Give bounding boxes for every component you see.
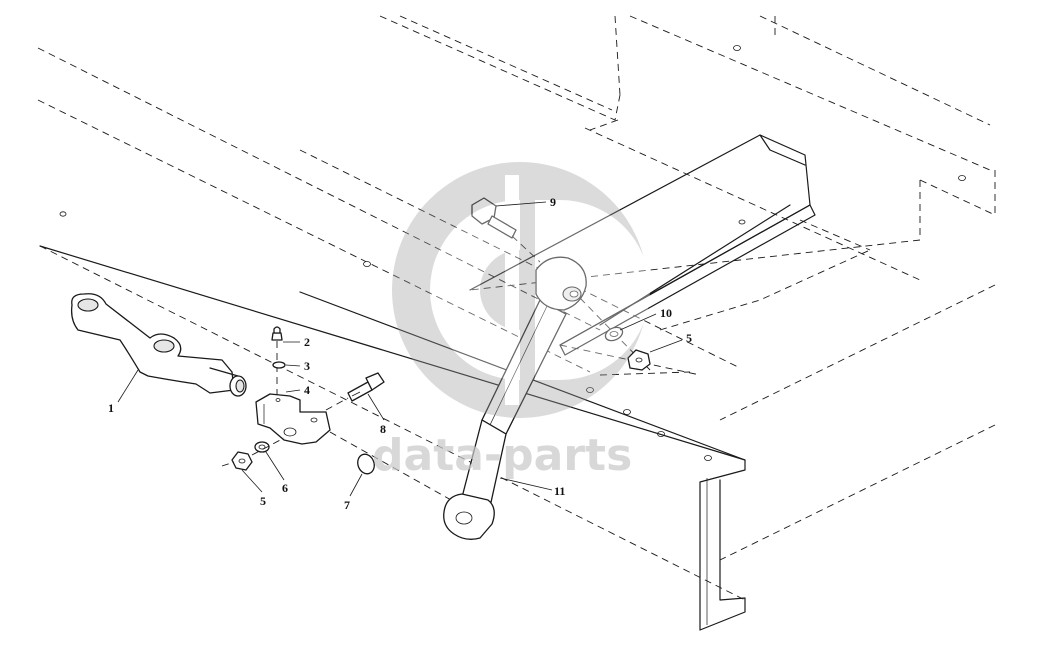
svg-text:10: 10 (660, 306, 672, 320)
callout-3: 3 (285, 359, 310, 373)
callout-8: 8 (367, 393, 386, 436)
svg-text:1: 1 (108, 401, 114, 415)
svg-text:8: 8 (380, 422, 386, 436)
callout-6: 6 (265, 451, 288, 495)
callout-9: 9 (495, 195, 556, 209)
part-5-nut-right (627, 349, 651, 371)
upper-mount-bracket (469, 134, 816, 356)
watermark-text: data-parts (372, 430, 632, 481)
part-3-o-ring (272, 361, 286, 369)
svg-text:11: 11 (554, 484, 565, 498)
callout-11: 11 (499, 477, 565, 498)
svg-text:3: 3 (304, 359, 310, 373)
svg-text:2: 2 (304, 335, 310, 349)
part-11-shock-absorber (443, 256, 587, 540)
part-6-washer (251, 437, 285, 456)
part-10-washer (604, 326, 624, 342)
vehicle-frame-outline (37, 15, 996, 601)
pivot-axis (329, 431, 461, 506)
svg-text:7: 7 (344, 498, 350, 512)
svg-text:4: 4 (304, 383, 310, 397)
callout-7: 7 (344, 473, 363, 512)
callout-4: 4 (285, 383, 310, 397)
part-4-clevis-bracket (255, 393, 331, 445)
svg-text:5: 5 (260, 494, 266, 508)
part-5-nut-left (221, 451, 253, 471)
svg-text:6: 6 (282, 481, 288, 495)
callout-10: 10 (619, 306, 672, 331)
callout-1: 1 (108, 369, 139, 415)
callout-5-left: 5 (241, 469, 266, 508)
part-9-bolt (471, 197, 541, 263)
watermark-logo (392, 162, 650, 418)
part-2-grease-fitting (271, 326, 283, 395)
part-1-arm (70, 293, 247, 397)
svg-text:5: 5 (686, 331, 692, 345)
part-8-bolt (325, 372, 385, 411)
svg-text:9: 9 (550, 195, 556, 209)
callout-5-right: 5 (649, 331, 692, 353)
part-7-snap-ring (357, 453, 375, 475)
callout-2: 2 (283, 335, 310, 349)
